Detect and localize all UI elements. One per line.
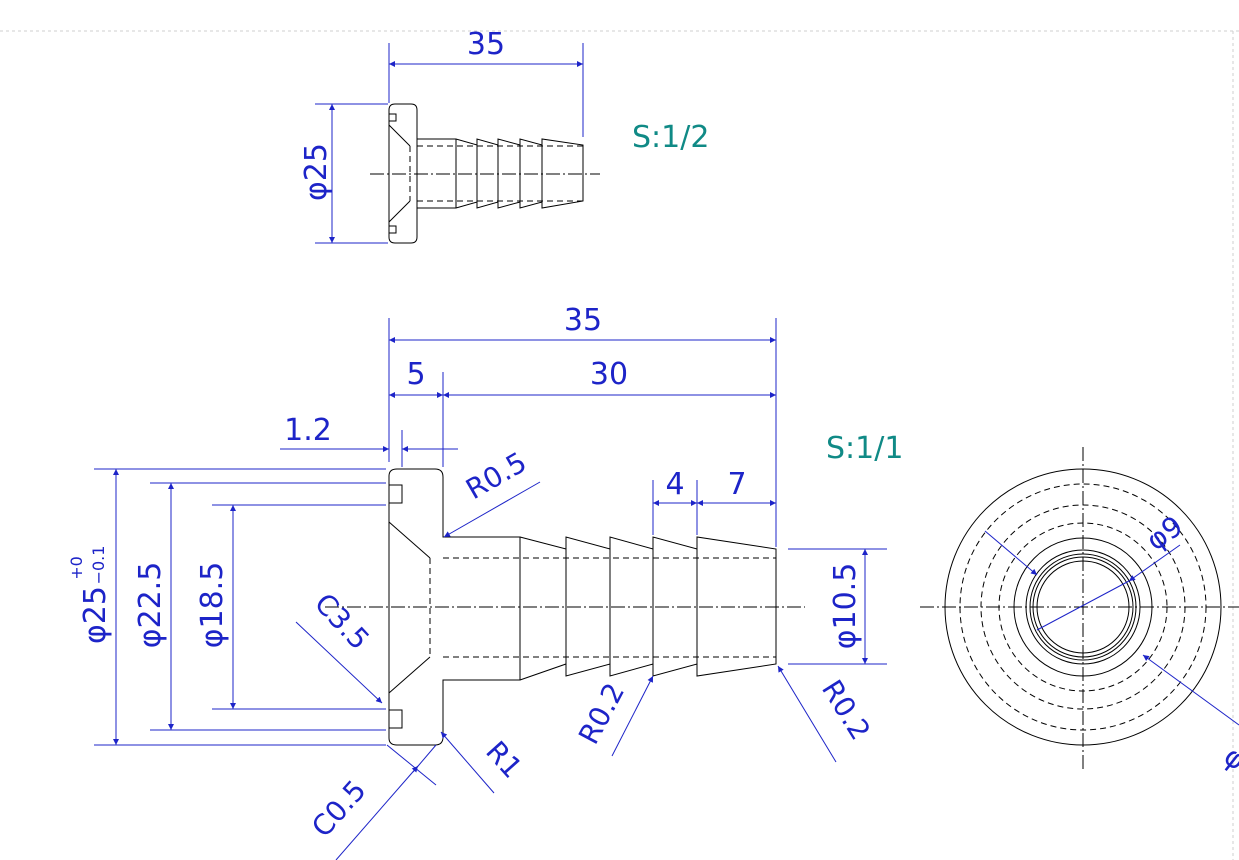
end-outer-diameter-label: φ xyxy=(1218,740,1239,777)
overall-length-label: 35 xyxy=(564,303,602,338)
small-dimensions xyxy=(315,43,584,244)
front-dimensions xyxy=(94,318,887,860)
flange-tolerance-lower: −0.1 xyxy=(89,546,108,585)
fillet-tip-label: R0.2 xyxy=(815,674,877,746)
small-length-label: 35 xyxy=(467,27,505,62)
flange-diameter-label: φ25 xyxy=(78,586,113,644)
scale-label-half: S:1/2 xyxy=(632,120,709,155)
fillet-flange-label: R0.5 xyxy=(460,445,532,506)
barb-end-label: 7 xyxy=(727,467,746,502)
end-inner-diameter-label: φ9 xyxy=(1140,509,1189,557)
bore-diameter-label: φ18.5 xyxy=(195,562,230,649)
end-view xyxy=(920,447,1239,770)
small-diameter-label: φ25 xyxy=(299,143,334,201)
flange-tolerance-upper: +0 xyxy=(67,556,86,580)
groove-diameter-label: φ22.5 xyxy=(133,562,168,649)
flange-width-label: 5 xyxy=(406,357,425,392)
front-side-view xyxy=(325,468,805,746)
fillet-barb-label: R0.2 xyxy=(572,678,631,750)
fillet-corner-label: R1 xyxy=(479,735,528,785)
chamfer-bore-label: C3.5 xyxy=(308,587,376,656)
end-view-dimensions xyxy=(984,530,1239,726)
chamfer-edge-label: C0.5 xyxy=(305,774,372,844)
barb-length-label: 30 xyxy=(590,357,628,392)
scale-label-full: S:1/1 xyxy=(826,431,903,466)
tip-diameter-label: φ10.5 xyxy=(828,563,863,650)
barb-pitch-label: 4 xyxy=(665,467,684,502)
small-side-view xyxy=(370,103,600,244)
groove-depth-label: 1.2 xyxy=(284,413,332,448)
